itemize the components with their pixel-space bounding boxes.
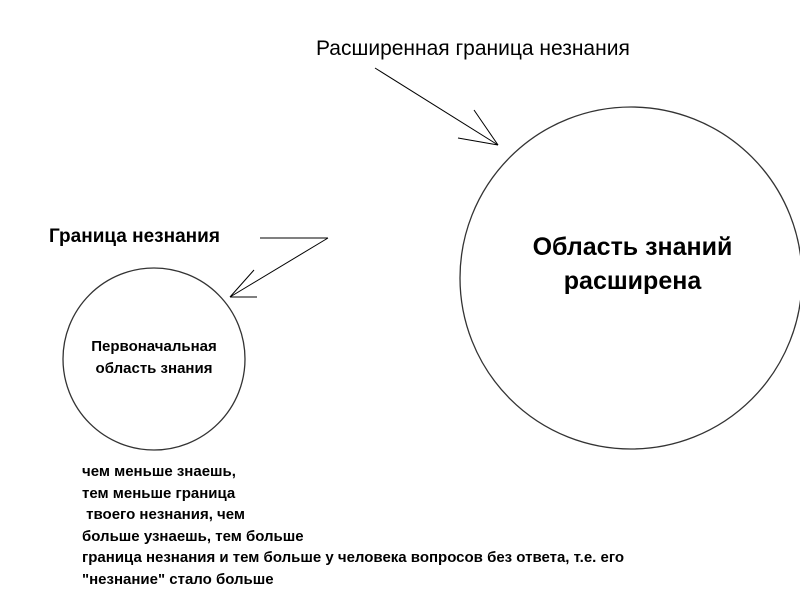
expanded-boundary-arrow [374, 67, 499, 146]
expanded-boundary-label: Расширенная граница незнания [316, 37, 630, 60]
expanded-boundary-arrow-head-lower [457, 137, 499, 146]
note-line-3: твоего незнания, чем [82, 506, 246, 524]
note-line-6: "незнание" стало больше [82, 570, 274, 588]
initial-knowledge-circle [62, 267, 246, 451]
explanation-note: чем меньше знаешь, тем меньше граница тв… [82, 461, 624, 591]
boundary-label: Граница незнания [49, 226, 220, 247]
expanded-boundary-arrow-shaft [374, 67, 499, 146]
boundary-arrow-head-upper [229, 269, 255, 298]
initial-knowledge-text-line-1: Первоначальная [91, 338, 217, 355]
expanded-knowledge-text-line-1: Область знаний [532, 233, 733, 261]
expanded-knowledge-text-line-2: расширена [563, 267, 702, 295]
expanded-knowledge-circle [459, 106, 800, 450]
initial-knowledge-text-line-2: область знания [95, 360, 213, 377]
note-line-4: больше узнаешь, тем больше [82, 527, 304, 545]
expanded-boundary-arrow-head-upper [473, 109, 499, 146]
boundary-arrow [229, 237, 329, 298]
expanded-knowledge-text: Область знаний расширена [480, 230, 785, 298]
note-line-2: тем меньше граница [82, 484, 236, 502]
initial-knowledge-text: Первоначальная область знания [64, 336, 244, 380]
note-line-5: граница незнания и тем больше у человека… [82, 549, 625, 567]
boundary-arrow-shaft [229, 237, 329, 298]
note-line-1: чем меньше знаешь, [82, 463, 236, 480]
